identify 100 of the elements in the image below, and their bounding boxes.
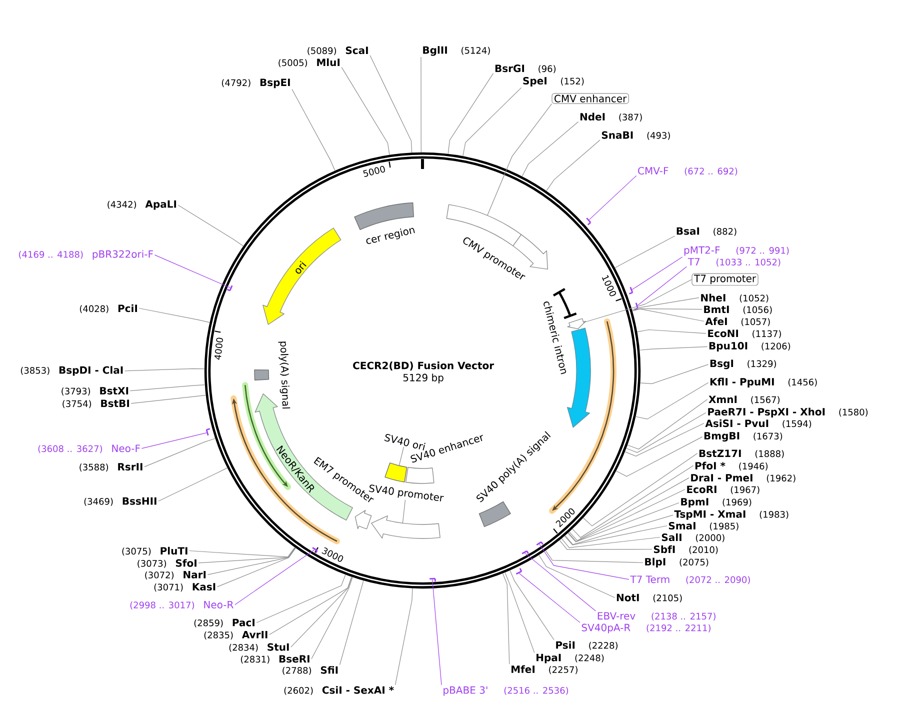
leader-line (636, 382, 709, 420)
site-label: RsrII (118, 463, 142, 471)
leader-line (198, 547, 296, 564)
leader-line (402, 500, 406, 524)
site-label: PaeR7I - PspXI - XhoI (708, 408, 825, 418)
site-position: (1985) (710, 522, 738, 531)
leader-line (234, 549, 315, 605)
primer-label: pMT2-F (684, 246, 720, 256)
primer-label: T7 (688, 258, 700, 266)
site-label: PsiI (556, 641, 575, 649)
leader-line (341, 67, 390, 156)
leader-line (538, 554, 616, 598)
site-label: PacI (232, 618, 254, 626)
leader-line (154, 254, 231, 288)
leader-line (398, 446, 404, 466)
site-position: (1983) (760, 510, 788, 519)
site-label: BsgI (710, 360, 734, 370)
leader-line (640, 364, 709, 384)
feature-label: poly(A) signal (278, 342, 290, 408)
tick-label: 3000 (322, 547, 344, 562)
primer-mark (521, 550, 530, 554)
primer-position: (4169 .. 4188) (19, 250, 83, 259)
leader-line (637, 329, 706, 334)
primer-label: pBR322ori-F (92, 250, 153, 260)
leader-line (216, 548, 296, 588)
plasmid-length: 5129 bp (403, 374, 444, 384)
site-position: (152) (561, 78, 584, 86)
leader-line (124, 368, 205, 372)
tick-label: 1000 (602, 275, 616, 296)
site-label: AvrII (242, 631, 268, 638)
site-position: (2000) (696, 534, 724, 542)
site-position: (2834) (229, 644, 258, 652)
site-position: (2257) (549, 666, 578, 674)
feature-callout: CMV enhancer (552, 93, 629, 104)
site-label: BspEI (260, 78, 290, 88)
leader-line (588, 175, 637, 220)
leader-line (637, 266, 687, 306)
leader-line (207, 548, 296, 575)
leader-line (178, 204, 244, 246)
site-label: TspMI - XmaI (674, 510, 746, 520)
site-position: (2075) (680, 558, 708, 567)
leader-line (158, 468, 228, 502)
leader-line (448, 73, 494, 154)
leader-line (627, 399, 708, 450)
leader-line (564, 514, 674, 545)
leader-line (269, 576, 352, 635)
site-position: (2859) (194, 619, 223, 628)
primer-position: (1033 .. 1052) (716, 258, 780, 267)
site-position: (1456) (788, 378, 817, 387)
leader-line (624, 422, 704, 457)
site-label: HpaI (536, 654, 561, 664)
site-position: (2831) (240, 656, 270, 664)
primer-position: (2072 .. 2090) (686, 576, 750, 584)
leader-line (518, 573, 580, 623)
site-label: AsiSI - PvuI (705, 419, 768, 428)
site-position: (1057) (741, 318, 770, 326)
site-label: KflI - PpuMI (710, 378, 774, 388)
site-label: MluI (317, 58, 340, 66)
site-position: (4792) (222, 79, 250, 88)
site-position: (2788) (282, 666, 312, 675)
site-label: KasI (192, 583, 216, 591)
leader-line (311, 576, 353, 660)
leader-line (522, 121, 579, 177)
leader-line (632, 308, 702, 312)
site-position: (1137) (752, 330, 781, 338)
tick-label: 4000 (214, 338, 223, 360)
site-position: (1888) (755, 450, 784, 458)
leader-line (420, 56, 422, 152)
site-label: SnaBI (602, 131, 633, 139)
feature-callout: T7 promoter (692, 273, 758, 286)
site-position: (3853) (20, 366, 50, 375)
leader-line (130, 394, 206, 404)
primer-mark (226, 284, 233, 292)
site-position: (1673) (754, 432, 782, 441)
site-label: BssHII (122, 497, 156, 505)
primer-label: EBV-rev (598, 612, 636, 620)
site-label: StuI (268, 643, 289, 651)
leader-line (616, 436, 703, 477)
leader-line (432, 579, 442, 686)
site-position: (3588) (80, 464, 108, 472)
site-position: (3071) (154, 584, 183, 592)
primer-mark (536, 541, 544, 546)
site-label: BstZ17I (699, 450, 741, 458)
plasmid-name: CECR2(BD) Fusion Vector (353, 362, 494, 370)
primer-mark (206, 428, 211, 436)
site-label: BstXI (100, 387, 128, 395)
leader-line (626, 412, 706, 453)
primer-label: pBABE 3' (444, 686, 488, 696)
site-label: ApaLI (145, 200, 176, 210)
leader-line (510, 570, 554, 640)
leader-line (632, 256, 683, 290)
site-label: BpmI (681, 498, 708, 508)
primer-label: Neo-F (112, 444, 140, 452)
leader-line (462, 87, 522, 156)
site-position: (5124) (462, 46, 490, 55)
site-position: (3793) (62, 388, 90, 396)
site-position: (2228) (589, 642, 618, 650)
site-label: AfeI (705, 317, 727, 326)
site-position: (1962) (766, 474, 796, 483)
leader-line (539, 544, 630, 580)
